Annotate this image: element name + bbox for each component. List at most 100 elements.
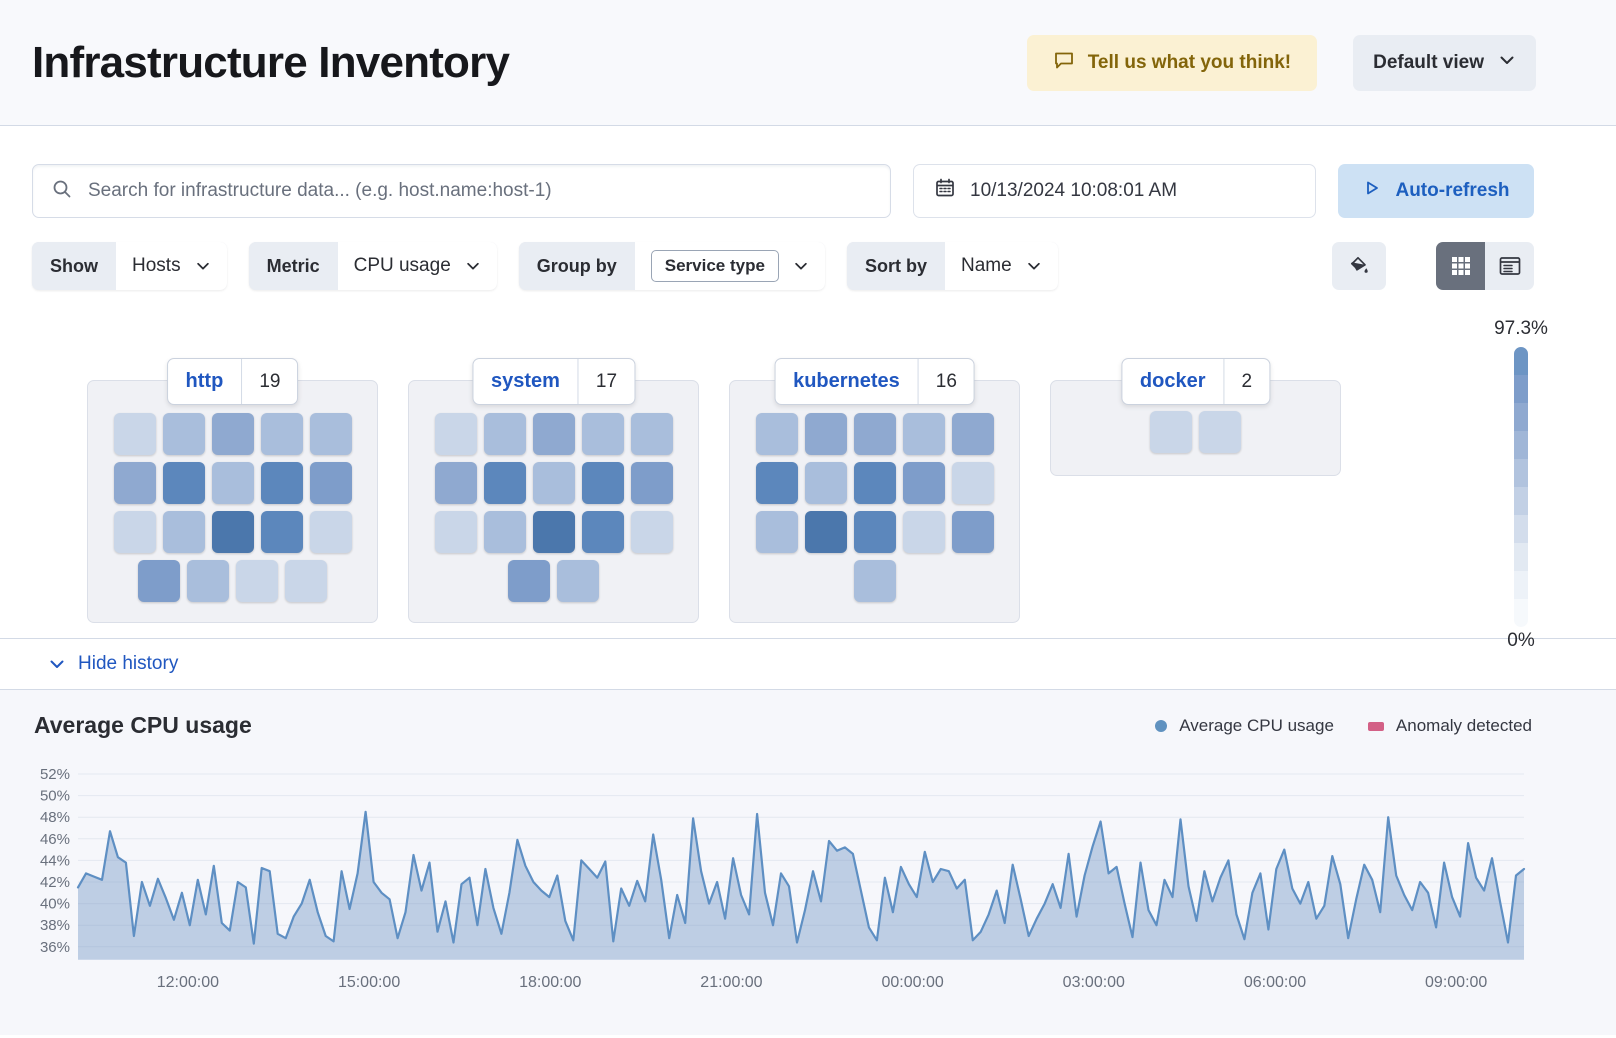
feedback-button[interactable]: Tell us what you think! (1026, 34, 1318, 91)
show-value: Hosts (132, 255, 181, 276)
host-tile[interactable] (309, 462, 352, 504)
host-tile[interactable] (951, 462, 994, 504)
host-tile[interactable] (902, 462, 945, 504)
host-tile[interactable] (581, 462, 624, 504)
search-input[interactable] (86, 179, 872, 203)
host-tile[interactable] (162, 511, 205, 553)
host-tile[interactable] (532, 413, 575, 455)
date-picker[interactable]: 10/13/2024 10:08:01 AM (913, 164, 1316, 218)
host-tile[interactable] (804, 511, 847, 553)
group-name[interactable]: http (185, 370, 224, 392)
host-tile[interactable] (113, 462, 156, 504)
waffle-row (853, 560, 896, 602)
waffle-row (1150, 411, 1241, 453)
saved-view-dropdown[interactable]: Default view (1353, 34, 1536, 91)
group-count: 2 (1241, 370, 1253, 392)
host-tile[interactable] (236, 560, 278, 602)
sortby-value: Name (960, 255, 1012, 276)
metric-dropdown[interactable]: CPU usage (337, 242, 497, 290)
group-count: 19 (259, 370, 281, 392)
host-tile[interactable] (113, 413, 156, 455)
table-view-button[interactable] (1485, 242, 1534, 290)
svg-text:00:00:00: 00:00:00 (881, 974, 943, 991)
host-tile[interactable] (1150, 411, 1192, 453)
hide-history-label: Hide history (78, 653, 179, 674)
host-tile[interactable] (581, 511, 624, 553)
host-tile[interactable] (260, 413, 303, 455)
svg-text:38%: 38% (40, 917, 70, 934)
host-tile[interactable] (853, 413, 896, 455)
svg-text:44%: 44% (40, 852, 70, 869)
host-tile[interactable] (162, 413, 205, 455)
host-tile[interactable] (853, 511, 896, 553)
sortby-control: Sort by Name (846, 242, 1058, 290)
host-tile[interactable] (557, 560, 599, 602)
show-dropdown[interactable]: Hosts (116, 242, 227, 290)
host-tile[interactable] (260, 511, 303, 553)
host-tile[interactable] (187, 560, 229, 602)
hide-history-toggle[interactable]: Hide history (0, 638, 1616, 689)
service-group-http: http 19 (87, 358, 378, 623)
host-tile[interactable] (902, 413, 945, 455)
host-tile[interactable] (1199, 411, 1241, 453)
color-palette-button[interactable] (1332, 242, 1386, 290)
host-tile[interactable] (755, 462, 798, 504)
auto-refresh-button[interactable]: Auto-refresh (1338, 164, 1534, 218)
legend-item-anomaly[interactable]: Anomaly detected (1367, 716, 1532, 736)
group-name[interactable]: kubernetes (793, 370, 900, 392)
host-tile[interactable] (113, 511, 156, 553)
host-tile[interactable] (483, 413, 526, 455)
legend-item-avg-cpu[interactable]: Average CPU usage (1155, 716, 1334, 736)
host-tile[interactable] (532, 462, 575, 504)
group-badge-docker[interactable]: docker 2 (1120, 358, 1271, 405)
host-tile[interactable] (434, 511, 477, 553)
host-tile[interactable] (630, 462, 673, 504)
host-tile[interactable] (755, 413, 798, 455)
host-tile[interactable] (508, 560, 550, 602)
host-tile[interactable] (755, 511, 798, 553)
group-panel-system (408, 380, 699, 623)
grid-icon (1451, 257, 1470, 275)
host-tile[interactable] (434, 413, 477, 455)
host-tile[interactable] (581, 413, 624, 455)
grid-view-button[interactable] (1436, 242, 1485, 290)
host-tile[interactable] (951, 511, 994, 553)
host-tile[interactable] (211, 462, 254, 504)
host-tile[interactable] (483, 511, 526, 553)
host-tile[interactable] (162, 462, 205, 504)
host-tile[interactable] (804, 413, 847, 455)
host-tile[interactable] (211, 413, 254, 455)
host-tile[interactable] (804, 462, 847, 504)
host-tile[interactable] (211, 511, 254, 553)
group-name[interactable]: docker (1139, 370, 1206, 392)
view-mode-toggle (1436, 242, 1534, 290)
host-tile[interactable] (951, 413, 994, 455)
svg-text:50%: 50% (40, 788, 70, 805)
host-tile[interactable] (630, 511, 673, 553)
host-tile[interactable] (532, 511, 575, 553)
sortby-dropdown[interactable]: Name (944, 242, 1058, 290)
host-tile[interactable] (483, 462, 526, 504)
host-tile[interactable] (902, 511, 945, 553)
host-tile[interactable] (853, 462, 896, 504)
host-tile[interactable] (309, 413, 352, 455)
host-tile[interactable] (285, 560, 327, 602)
host-tile[interactable] (260, 462, 303, 504)
group-name[interactable]: system (490, 370, 560, 392)
host-tile[interactable] (853, 560, 896, 602)
scale-max-label: 97.3% (1494, 318, 1548, 339)
host-tile[interactable] (138, 560, 180, 602)
paint-bucket-icon (1350, 256, 1368, 273)
host-tile[interactable] (630, 413, 673, 455)
scale-min-label: 0% (1507, 630, 1535, 651)
groupby-dropdown[interactable]: Service type (634, 242, 825, 290)
host-tile[interactable] (434, 462, 477, 504)
host-tile[interactable] (309, 511, 352, 553)
group-badge-http[interactable]: http 19 (166, 358, 299, 405)
search-box[interactable] (32, 164, 891, 218)
table-icon (1499, 257, 1520, 275)
